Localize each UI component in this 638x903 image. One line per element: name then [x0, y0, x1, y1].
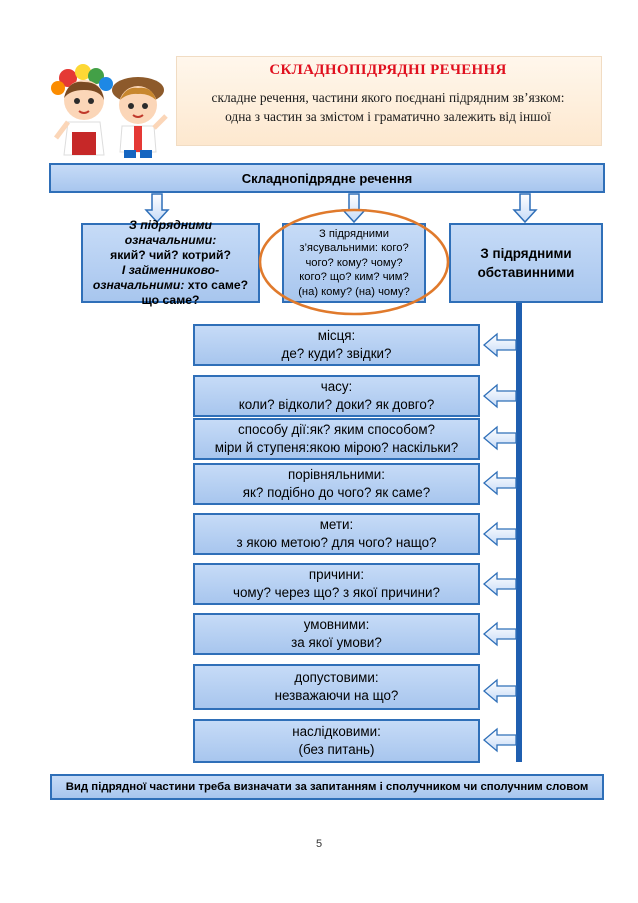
rule-footer: Вид підрядної частини треба визначати за… — [50, 774, 604, 800]
subtype-place-questions: де? куди? звідки? — [281, 346, 392, 361]
pronominal-question-1: хто саме? — [184, 278, 249, 292]
page-number: 5 — [315, 838, 323, 850]
subtype-place-name: місця: — [317, 328, 356, 343]
subtype-condition-name: умовними: — [303, 617, 370, 632]
subtype-time-questions: коли? відколи? доки? як довго? — [238, 397, 435, 412]
subtype-cause: причини: чому? через що? з якої причини? — [193, 563, 480, 605]
subtype-place: місця: де? куди? звідки? — [193, 324, 480, 366]
definition-panel — [176, 56, 602, 146]
subtype-purpose-name: мети: — [319, 517, 354, 532]
explanatory-line-4: кого? що? ким? чим? — [299, 271, 409, 284]
page-title: СКЛАДНОПІДРЯДНІ РЕЧЕННЯ — [269, 62, 507, 78]
highlight-ellipse — [258, 208, 450, 316]
adverbial-line-1: З підрядними — [480, 246, 572, 261]
girl-figure — [51, 64, 113, 156]
subtype-manner: способу дії:як? яким способом? — [238, 422, 435, 437]
subtype-cause-questions: чому? через що? з якої причини? — [233, 585, 440, 600]
subtype-consequence-questions: (без питань) — [298, 742, 375, 757]
definition-text: складне речення, частини якого поєднані … — [180, 88, 596, 126]
pronominal-heading: І займенниково- — [121, 263, 220, 277]
subtype-condition: умовними: за якої умови? — [193, 613, 480, 655]
subtype-concession: допустовими: незважаючи на що? — [193, 664, 480, 710]
explanatory-line-3: чого? кому? чому? — [305, 256, 403, 269]
vertical-spine — [516, 302, 522, 762]
subtype-comparative: порівняльними: як? подібно до чого? як с… — [193, 463, 480, 505]
subtype-purpose: мети: з якою метою? для чого? нащо? — [193, 513, 480, 555]
explanatory-line-1: З підрядними — [319, 227, 389, 240]
subtype-degree: міри й ступеня:якою мірою? наскільки? — [214, 440, 459, 455]
pronominal-heading-cont: означальними: — [92, 278, 185, 292]
down-arrow-adverbial — [512, 193, 538, 224]
subtype-comparative-name: порівняльними: — [288, 467, 385, 482]
explanatory-clause-box: З підрядними з’ясувальними: кого? чого? … — [282, 223, 426, 303]
subtype-manner-degree: способу дії:як? яким способом? міри й ст… — [193, 418, 480, 460]
subtype-consequence-name: наслідковими: — [292, 724, 381, 739]
adverbial-line-2: обставинними — [477, 265, 575, 280]
boy-figure — [112, 77, 168, 158]
subtype-time-name: часу: — [320, 379, 353, 394]
down-arrow-attributive — [144, 193, 170, 224]
pronominal-question-2: що саме? — [141, 293, 200, 307]
children-illustration — [51, 64, 168, 158]
attributive-heading: З підрядними означальними: — [124, 218, 217, 247]
complex-sentence-box: Складнопідрядне речення — [49, 163, 605, 193]
subtype-cause-name: причини: — [308, 567, 365, 582]
adverbial-clause-box: З підрядними обставинними — [449, 223, 603, 303]
subtype-comparative-questions: як? подібно до чого? як саме? — [242, 485, 431, 500]
definition-line-1: складне речення, частини якого поєднані … — [211, 90, 565, 105]
explanatory-line-5: (на) кому? (на) чому? — [298, 285, 410, 298]
explanatory-line-2: з’ясувальними: кого? — [299, 242, 409, 255]
subtype-time: часу: коли? відколи? доки? як довго? — [193, 375, 480, 417]
definition-line-2: одна з частин за змістом і граматично за… — [225, 109, 551, 124]
subtype-consequence: наслідковими: (без питань) — [193, 719, 480, 763]
subtype-concession-name: допустовими: — [294, 670, 379, 685]
subtype-concession-questions: незважаючи на що? — [274, 688, 399, 703]
attributive-questions: який? чий? котрий? — [110, 248, 231, 262]
left-arrows — [482, 332, 517, 753]
subtype-purpose-questions: з якою метою? для чого? нащо? — [236, 535, 437, 550]
subtype-condition-questions: за якої умови? — [291, 635, 382, 650]
